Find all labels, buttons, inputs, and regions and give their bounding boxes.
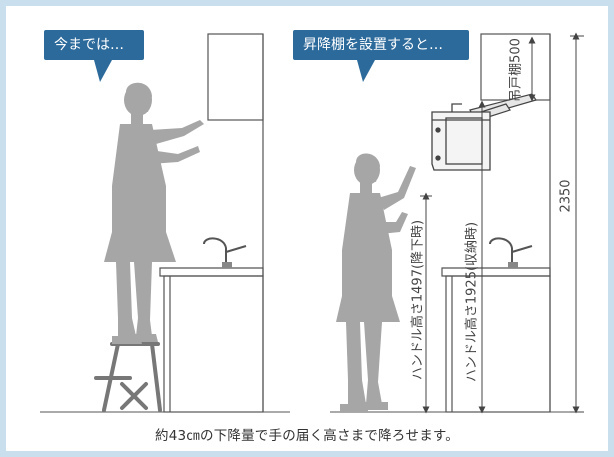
handle-stored-label: ハンドル高さ1925(収納時) — [464, 222, 480, 382]
person-standing-silhouette — [336, 153, 416, 412]
speech-bubble-before: 今までは… — [44, 30, 144, 82]
faucet-right-icon — [489, 237, 533, 268]
speech-bubble-after-text: 昇降棚を設置すると… — [303, 37, 443, 53]
kitchen-counter-right — [441, 267, 551, 413]
speech-bubble-tail-icon — [94, 60, 112, 82]
caption: 約43㎝の下降量で手の届く高さまで降ろせます。 — [155, 428, 459, 444]
shelf-size-label: 吊戸棚500 — [509, 38, 524, 102]
kitchen-counter — [159, 267, 264, 413]
left-scene — [40, 33, 290, 413]
speech-bubble-after: 昇降棚を設置すると… — [293, 30, 469, 82]
wall-cabinet — [207, 33, 264, 121]
total-height-label: 2350 — [559, 179, 574, 212]
speech-bubble-before-text: 今までは… — [54, 37, 124, 53]
dimension-lines — [420, 32, 584, 414]
step-stool — [94, 342, 162, 412]
handle-lowered-label: ハンドル高さ1497(降下時) — [410, 220, 426, 380]
speech-bubble-tail-icon — [357, 60, 375, 82]
right-scene: ハンドル高さ1497(降下時) ハンドル高さ1925(収納時) 吊戸棚500 2… — [330, 32, 584, 414]
faucet-icon — [203, 237, 247, 268]
person-on-stool-silhouette — [104, 82, 204, 344]
lowered-shelf — [431, 103, 491, 171]
